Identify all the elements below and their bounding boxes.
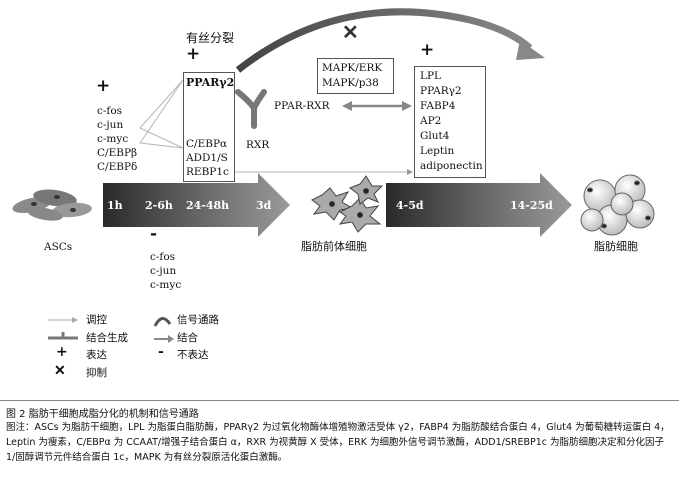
early-gene-c-fos: c-fos: [97, 105, 123, 117]
timeline-label-14-25d: 14-25d: [510, 199, 553, 212]
mapk-erk-label: MAPK/ERK: [322, 62, 383, 74]
figure-title: 图 2 脂肪干细胞成脂分化的机制和信号通路: [6, 409, 199, 420]
mitotic-label: 有丝分裂: [186, 31, 235, 45]
legend-symbols: [48, 317, 174, 343]
legend-not-express-label: 不表达: [177, 349, 209, 361]
timeline-arrow-2: [386, 173, 572, 237]
timeline-label-4-5d: 4-5d: [396, 199, 424, 212]
rxr-receptor-icon: [235, 89, 267, 129]
pparg2-title: PPARγ2: [186, 76, 235, 89]
timeline-label-2-6h: 2-6h: [145, 199, 173, 212]
early-gene-cebpb: C/EBPβ: [97, 147, 138, 159]
early-gene-c-myc: c-myc: [97, 133, 129, 145]
caption-divider: [0, 400, 679, 401]
legend-not-express-icon: -: [158, 344, 164, 360]
early-genes-plus-symbol: +: [96, 76, 111, 96]
legend-express-label: 表达: [86, 349, 107, 361]
pparg2-item-add1: ADD1/S: [186, 152, 228, 164]
legend-inhibit-icon: ✕: [54, 363, 66, 379]
diagram-canvas: [12, 8, 655, 237]
timeline-label-24-48h: 24-48h: [186, 199, 230, 212]
ppar-rxr-binding-arrow: [342, 101, 412, 111]
mapk-box: [317, 58, 394, 94]
legend-regulate-icon: [48, 317, 78, 323]
figure-note: 图注：ASCs 为脂肪干细胞，LPL 为脂蛋白脂肪酶，PPARγ2 为过氧化物酶…: [6, 422, 670, 463]
timeline-label-3d: 3d: [256, 199, 272, 212]
not-expressed-c-jun: c-jun: [150, 265, 177, 277]
legend-express-icon: +: [56, 344, 68, 360]
pparg2-box: [183, 72, 235, 182]
legend-signal-label: 信号通路: [177, 314, 219, 326]
pparg2-item-rebp1c: REBP1c: [186, 166, 229, 178]
late-gene-adiponectin: adiponectin: [420, 160, 483, 172]
legend-binding-generate-icon: [48, 332, 78, 340]
late-gene-lpl: LPL: [420, 70, 442, 82]
timeline-label-1h: 1h: [107, 199, 123, 212]
not-expressed-minus-symbol: -: [150, 224, 158, 244]
adipocyte-cells-icon: [580, 174, 655, 236]
legend-signal-icon: [153, 317, 172, 327]
legend-binding-label: 结合: [177, 332, 198, 344]
late-genes-plus-symbol: +: [420, 40, 435, 60]
legend-regulate-label: 调控: [86, 314, 107, 326]
inhibit-cross-icon: ✕: [342, 20, 359, 44]
late-gene-glut4: Glut4: [420, 130, 450, 142]
preadipocyte-cells-icon: [311, 175, 384, 233]
late-gene-ap2: AP2: [420, 115, 442, 127]
stage-label-preadipocyte: 脂肪前体细胞: [301, 240, 367, 253]
mapk-p38-label: MAPK/p38: [322, 77, 379, 89]
late-gene-leptin: Leptin: [420, 145, 455, 157]
legend-binding-icon: [154, 335, 174, 343]
legend-inhibit-label: 抑制: [86, 367, 107, 379]
pparg2-item-cebpa: C/EBPα: [186, 138, 228, 150]
rxr-label: RXR: [246, 139, 270, 151]
signal-arc-arrow: [235, 8, 533, 73]
early-gene-cebpd: C/EBPδ: [97, 161, 138, 173]
late-gene-fabp4: FABP4: [420, 100, 456, 112]
ascs-cells-icon: [12, 189, 92, 221]
ppar-rxr-label: PPAR-RXR: [274, 100, 330, 112]
late-genes-box: [414, 66, 486, 178]
late-gene-pparg2: PPARγ2: [420, 85, 462, 97]
not-expressed-c-fos: c-fos: [150, 251, 176, 263]
not-expressed-c-myc: c-myc: [150, 279, 182, 291]
early-gene-c-jun: c-jun: [97, 119, 124, 131]
legend-binding-generate-label: 结合生成: [86, 332, 128, 344]
stage-label-ascs: ASCs: [44, 241, 73, 253]
mitotic-plus-symbol: +: [186, 44, 201, 64]
stage-label-adipocyte: 脂肪细胞: [594, 240, 638, 253]
timeline-arrow-1: [103, 173, 290, 237]
